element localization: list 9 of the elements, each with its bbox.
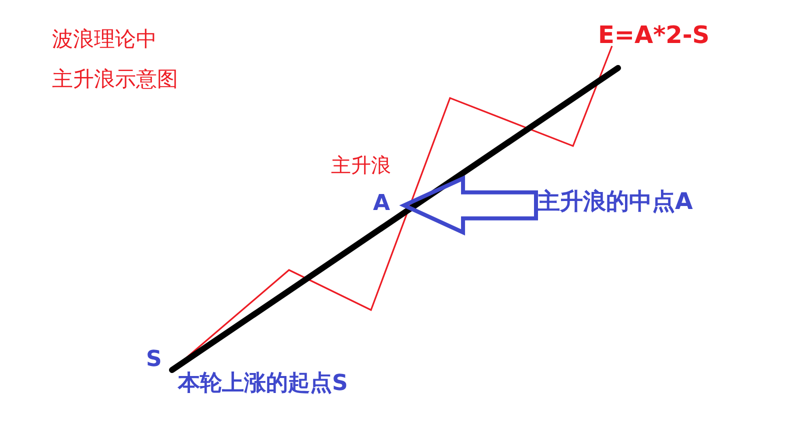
annotation-text: 主升浪的中点A: [537, 190, 693, 216]
wave-label: 主升浪: [331, 154, 391, 176]
block-arrow: [399, 175, 538, 236]
title-text: 波浪理论中: [52, 28, 157, 52]
formula-label: E=A*2-S: [598, 22, 710, 48]
annotation-text: 本轮上涨的起点S: [178, 372, 348, 396]
point-label: A: [373, 192, 390, 216]
point-label: S: [146, 348, 162, 372]
title-text: 主升浪示意图: [52, 68, 178, 92]
